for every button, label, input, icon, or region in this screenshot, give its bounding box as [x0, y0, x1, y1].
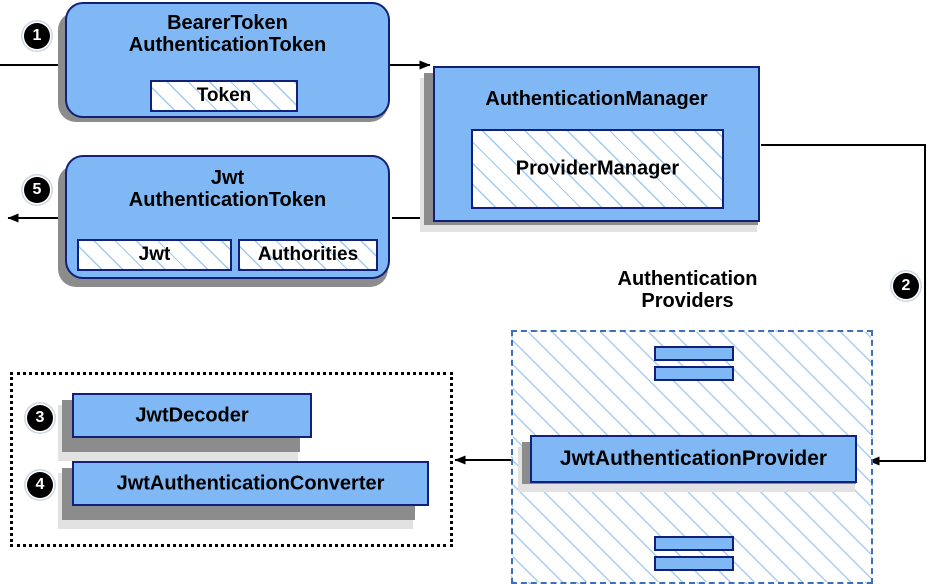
bearer-token-title-line2: AuthenticationToken — [128, 34, 327, 57]
jwt-token-title-line1: Jwt — [210, 167, 245, 189]
provider-stub-bottom-2 — [654, 556, 734, 571]
provider-stub-bottom-1 — [654, 536, 734, 551]
bearer-token-field-token[interactable]: Token — [150, 80, 298, 112]
authentication-manager-node[interactable]: AuthenticationManager ProviderManager — [433, 66, 760, 222]
step-badge-5: 5 — [24, 177, 50, 203]
provider-manager-label: ProviderManager — [515, 157, 680, 180]
bearer-token-title-line1: BearerToken — [167, 12, 288, 34]
authentication-providers-title-line2: Providers — [641, 290, 734, 313]
jwt-token-node[interactable]: Jwt AuthenticationToken Jwt Authorities — [65, 155, 390, 279]
jwt-token-title-line2: AuthenticationToken — [128, 189, 327, 212]
authentication-manager-field-provider-manager[interactable]: ProviderManager — [471, 129, 724, 209]
step-badge-1: 1 — [24, 23, 50, 49]
authentication-manager-title: AuthenticationManager — [485, 88, 708, 110]
jwt-support-area — [10, 372, 453, 547]
jwt-authentication-converter-label: JwtAuthenticationConverter — [116, 472, 385, 494]
jwt-token-field-jwt-label: Jwt — [138, 244, 171, 265]
jwt-authentication-converter-node[interactable]: JwtAuthenticationConverter — [72, 461, 429, 506]
bearer-token-node[interactable]: BearerToken AuthenticationToken Token — [65, 2, 390, 118]
bearer-token-title: BearerToken AuthenticationToken — [67, 12, 388, 57]
jwt-token-title: Jwt AuthenticationToken — [67, 167, 388, 212]
jwt-authentication-provider-label: JwtAuthenticationProvider — [559, 447, 828, 470]
step-badge-3: 3 — [27, 405, 53, 431]
step-badge-4: 4 — [27, 472, 53, 498]
step-badge-2: 2 — [893, 273, 919, 299]
jwt-token-field-jwt[interactable]: Jwt — [77, 239, 232, 271]
authentication-providers-title-line1: Authentication — [617, 268, 758, 290]
jwt-authentication-provider-node[interactable]: JwtAuthenticationProvider — [530, 435, 857, 483]
jwt-token-field-authorities-label: Authorities — [257, 244, 359, 265]
jwt-decoder-node[interactable]: JwtDecoder — [72, 393, 312, 438]
provider-stub-top-1 — [654, 346, 734, 361]
authentication-providers-title: Authentication Providers — [510, 268, 865, 313]
jwt-decoder-label: JwtDecoder — [135, 404, 249, 426]
bearer-token-field-token-label: Token — [196, 85, 252, 106]
provider-stub-top-2 — [654, 366, 734, 381]
jwt-token-field-authorities[interactable]: Authorities — [238, 239, 378, 271]
